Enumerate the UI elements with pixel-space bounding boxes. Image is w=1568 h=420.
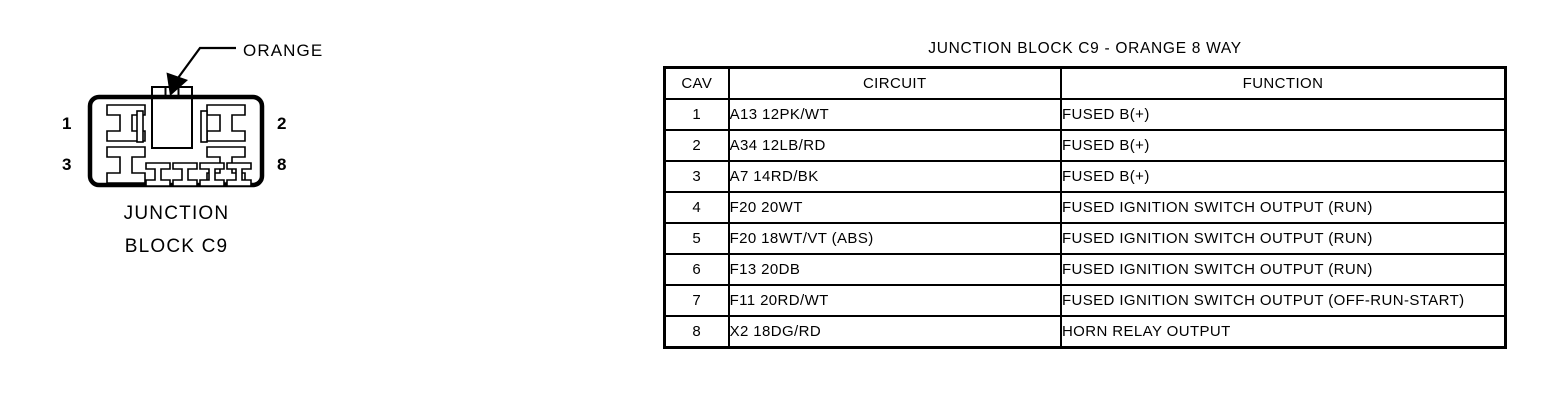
cell-function: FUSED IGNITION SWITCH OUTPUT (RUN) [1059, 253, 1507, 286]
column-header-cav: CAV [663, 66, 730, 100]
cavity-7-terminal [226, 162, 252, 187]
cavity-6-terminal [199, 162, 225, 187]
cavity-3-terminal [106, 146, 146, 184]
cell-cav: 2 [663, 129, 730, 162]
pin-label-1: 1 [62, 114, 72, 133]
cell-circuit: F13 20DB [727, 253, 1062, 286]
cell-function: FUSED B(+) [1059, 160, 1507, 193]
cell-cav: 8 [663, 315, 730, 349]
cell-circuit: A34 12LB/RD [727, 129, 1062, 162]
cell-circuit: A13 12PK/WT [727, 98, 1062, 131]
cell-function: HORN RELAY OUTPUT [1059, 315, 1507, 349]
pin-label-2: 2 [277, 114, 287, 133]
connector-caption-line2: BLOCK C9 [124, 236, 229, 257]
cell-cav: 6 [663, 253, 730, 286]
cell-cav: 4 [663, 191, 730, 224]
cavity-table-panel: JUNCTION BLOCK C9 - ORANGE 8 WAY CAV CIR… [663, 40, 1507, 349]
pin-label-3: 3 [62, 155, 72, 174]
cell-function: FUSED IGNITION SWITCH OUTPUT (RUN) [1059, 222, 1507, 255]
cell-function: FUSED B(+) [1059, 98, 1507, 131]
connector-figure: ORANGE 1 3 2 8 JUNCTION BLOCK C9 [0, 0, 420, 420]
cell-function: FUSED IGNITION SWITCH OUTPUT (RUN) [1059, 191, 1507, 224]
latch-well [151, 96, 193, 149]
cavity-5-terminal [172, 162, 198, 187]
cell-cav: 7 [663, 284, 730, 317]
slot-right [200, 110, 208, 143]
cell-circuit: F20 18WT/VT (ABS) [727, 222, 1062, 255]
cell-cav: 5 [663, 222, 730, 255]
cell-circuit: F11 20RD/WT [727, 284, 1062, 317]
cavity-4-terminal [145, 162, 171, 187]
leader-arrow-icon [166, 46, 236, 96]
cell-function: FUSED IGNITION SWITCH OUTPUT (OFF-RUN-ST… [1059, 284, 1507, 317]
column-header-circuit: CIRCUIT [727, 66, 1062, 100]
cavity-2-terminal [206, 104, 246, 142]
cell-function: FUSED B(+) [1059, 129, 1507, 162]
cell-cav: 3 [663, 160, 730, 193]
connector-caption-line1: JUNCTION [123, 203, 230, 224]
pin-label-8: 8 [277, 155, 287, 174]
cavity-1-terminal [106, 104, 146, 142]
slot-left [136, 110, 144, 143]
cell-circuit: A7 14RD/BK [727, 160, 1062, 193]
cell-circuit: F20 20WT [727, 191, 1062, 224]
cell-cav: 1 [663, 98, 730, 131]
cell-circuit: X2 18DG/RD [727, 315, 1062, 349]
column-header-function: FUNCTION [1059, 66, 1507, 100]
orange-callout-label: ORANGE [243, 41, 324, 60]
table-title: JUNCTION BLOCK C9 - ORANGE 8 WAY [928, 40, 1242, 57]
connector-drawing [87, 46, 265, 188]
table-header-row: CAV CIRCUIT FUNCTION [663, 66, 1507, 100]
